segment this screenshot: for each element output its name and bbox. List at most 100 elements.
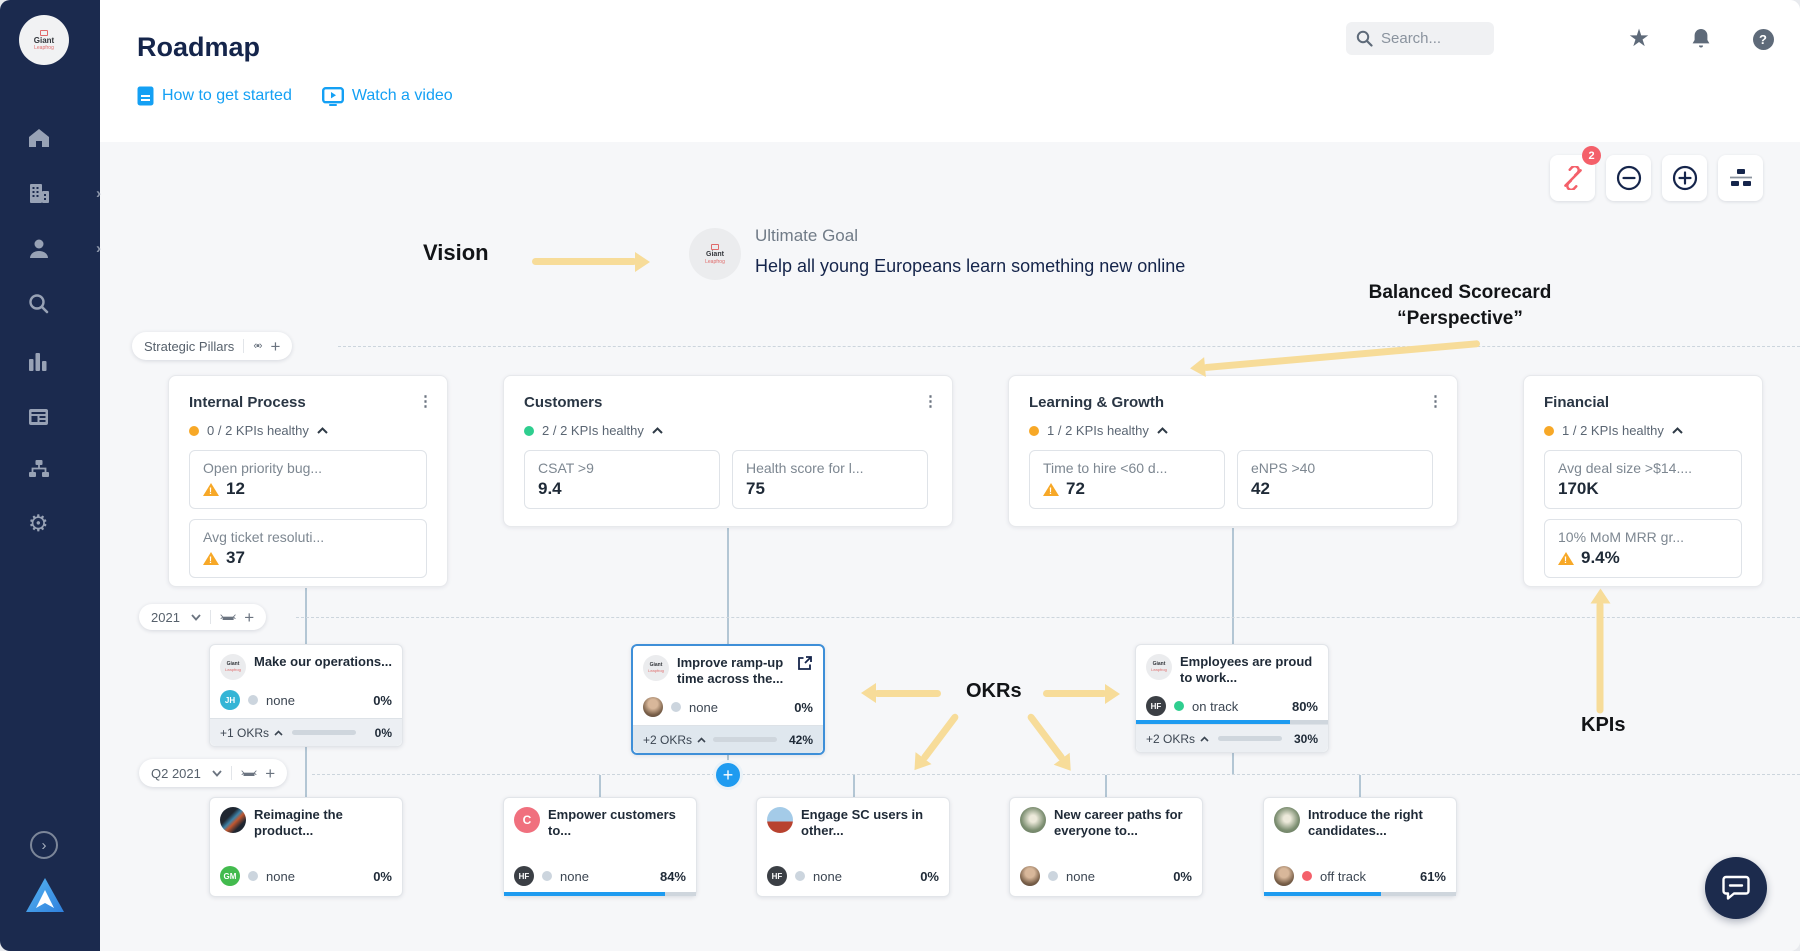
chevron-up-icon[interactable] (1200, 735, 1209, 742)
okr-progress-bar (504, 892, 696, 896)
add-connection-button[interactable]: + (713, 760, 743, 790)
okr-card-engage-sc-users[interactable]: Engage SC users in other... HF none 0% (756, 797, 950, 897)
expand-row-icon[interactable]: ‹▪› (253, 340, 262, 352)
add-pillar-button[interactable]: + (270, 336, 281, 356)
okr-footer[interactable]: +2 OKRs 30% (1136, 724, 1328, 752)
sidebar-item-reports[interactable] (28, 346, 72, 376)
workspace-logo[interactable]: Giant Leapfrog (19, 15, 69, 65)
star-icon: ★ (1628, 25, 1650, 52)
pillar-card-financial[interactable]: Financial 1 / 2 KPIs healthy Avg deal si… (1523, 375, 1763, 587)
okr-card-new-career-paths[interactable]: New career paths for everyone to... none… (1009, 797, 1203, 897)
roadmap-canvas: 2 Vision Giant Leapfrog Ultimate Goal He… (100, 142, 1800, 951)
chevron-up-icon[interactable] (1157, 427, 1168, 434)
kpi-card[interactable]: Time to hire <60 d... 72 (1029, 450, 1225, 509)
sidebar-item-orgchart[interactable] (28, 453, 72, 483)
pillar-card-internal-process[interactable]: Internal Process ⋮ 0 / 2 KPIs healthy Op… (168, 375, 448, 587)
kpi-card[interactable]: CSAT >9 9.4 (524, 450, 720, 509)
okrs-arrow-right (1043, 683, 1120, 704)
chevron-up-icon[interactable] (652, 427, 663, 434)
collapse-row-icon[interactable]: ›▬‹ (240, 767, 257, 779)
status-label: none (813, 868, 842, 884)
kebab-menu-icon[interactable]: ⋮ (418, 393, 433, 410)
chat-launcher-button[interactable] (1705, 857, 1767, 919)
okr-card-reimagine-product[interactable]: Reimagine the product... GM none 0% (209, 797, 403, 897)
goal-photo-avatar (220, 807, 246, 833)
sidebar-expand-button[interactable]: › (30, 831, 58, 859)
top-header: Roadmap How to get started Watch a video… (100, 0, 1800, 142)
kpis-arrow-up (1590, 588, 1610, 714)
sidebar-item-explore[interactable] (28, 288, 72, 318)
sidebar-item-news[interactable] (28, 402, 72, 432)
chevron-up-icon[interactable] (1672, 427, 1683, 434)
tree-view-button[interactable] (1718, 155, 1763, 201)
ultimate-goal-text[interactable]: Help all young Europeans learn something… (755, 256, 1186, 276)
search-input[interactable] (1381, 30, 1481, 47)
question-icon: ? (1752, 28, 1774, 50)
help-button[interactable]: ? (1748, 24, 1778, 54)
pillar-card-customers[interactable]: Customers ⋮ 2 / 2 KPIs healthy CSAT >9 9… (503, 375, 953, 527)
watch-video-link[interactable]: Watch a video (321, 86, 453, 106)
collapse-row-icon[interactable]: ›▬‹ (219, 611, 236, 623)
progress-value: 0% (373, 692, 392, 708)
zoom-out-button[interactable] (1606, 155, 1651, 201)
pillar-card-learning-growth[interactable]: Learning & Growth ⋮ 1 / 2 KPIs healthy T… (1008, 375, 1458, 527)
favorites-button[interactable]: ★ (1624, 24, 1654, 54)
kebab-menu-icon[interactable]: ⋮ (923, 393, 938, 410)
kpi-card[interactable]: Avg ticket resoluti... 37 (189, 519, 427, 578)
okr-footer[interactable]: +2 OKRs 42% (633, 725, 823, 753)
kpi-value: 170K (1558, 479, 1599, 498)
how-to-get-started-link[interactable]: How to get started (137, 86, 292, 106)
sidebar-item-company[interactable]: › (28, 178, 101, 208)
timeframe-2021-pill[interactable]: 2021 ›▬‹ + (139, 604, 267, 630)
kpi-card[interactable]: eNPS >40 42 (1237, 450, 1433, 509)
okr-card-introduce-candidates[interactable]: Introduce the right candidates... off tr… (1263, 797, 1457, 897)
okr-footer[interactable]: +1 OKRs 0% (210, 718, 402, 746)
kpi-title: Health score for l... (746, 460, 864, 476)
health-dot (524, 425, 534, 436)
chevron-right-icon[interactable]: › (96, 239, 101, 257)
workspace-logo-mark (711, 243, 719, 250)
search-box[interactable] (1346, 22, 1494, 55)
chevron-up-icon[interactable] (317, 427, 328, 434)
kpi-value: 42 (1251, 479, 1270, 498)
connector-line (1232, 744, 1234, 775)
goal-letter-avatar: C (514, 807, 540, 833)
kpi-card[interactable]: Avg deal size >$14.... 170K (1544, 450, 1742, 509)
add-objective-button[interactable]: + (244, 607, 255, 627)
notifications-button[interactable] (1686, 24, 1716, 54)
kpi-card[interactable]: Open priority bug... 12 (189, 450, 427, 509)
health-text: 1 / 2 KPIs healthy (1047, 423, 1149, 438)
okr-title: Empower customers to... (548, 807, 676, 838)
chevron-right-icon[interactable]: › (96, 184, 101, 202)
timeframe-q2-pill[interactable]: Q2 2021 ›▬‹ + (139, 759, 288, 787)
perdoo-logo[interactable] (26, 878, 64, 912)
pillar-name: Customers (524, 394, 603, 411)
health-text: 0 / 2 KPIs healthy (207, 423, 309, 438)
health-dot (1544, 425, 1554, 436)
sidebar-item-home[interactable] (28, 123, 72, 153)
strategic-pillars-pill[interactable]: Strategic Pillars ‹▪› + (132, 332, 293, 360)
sub-okrs-label: +2 OKRs (1146, 731, 1196, 746)
footer-progress-track (713, 737, 777, 742)
status-dot (795, 871, 805, 881)
okr-card-empower-customers[interactable]: C Empower customers to... HF none 84% (503, 797, 697, 897)
status-label: none (266, 868, 295, 884)
hidden-connections-button[interactable] (1550, 155, 1595, 201)
workspace-logo-mark (40, 29, 48, 36)
kebab-menu-icon[interactable]: ⋮ (1428, 393, 1443, 410)
kpi-card[interactable]: 10% MoM MRR gr... 9.4% (1544, 519, 1742, 578)
chevron-up-icon[interactable] (274, 729, 283, 736)
kpi-card[interactable]: Health score for l... 75 (732, 450, 928, 509)
sitemap-icon (29, 459, 49, 477)
sidebar-item-people[interactable]: › (28, 233, 101, 263)
unlink-icon (1563, 166, 1582, 190)
add-objective-button[interactable]: + (265, 763, 276, 783)
external-link-icon[interactable] (797, 655, 813, 671)
sidebar-item-settings[interactable]: ⚙ (28, 508, 72, 538)
zoom-in-button[interactable] (1662, 155, 1707, 201)
chevron-up-icon[interactable] (697, 736, 706, 743)
ultimate-goal-avatar[interactable]: Giant Leapfrog (689, 228, 741, 280)
